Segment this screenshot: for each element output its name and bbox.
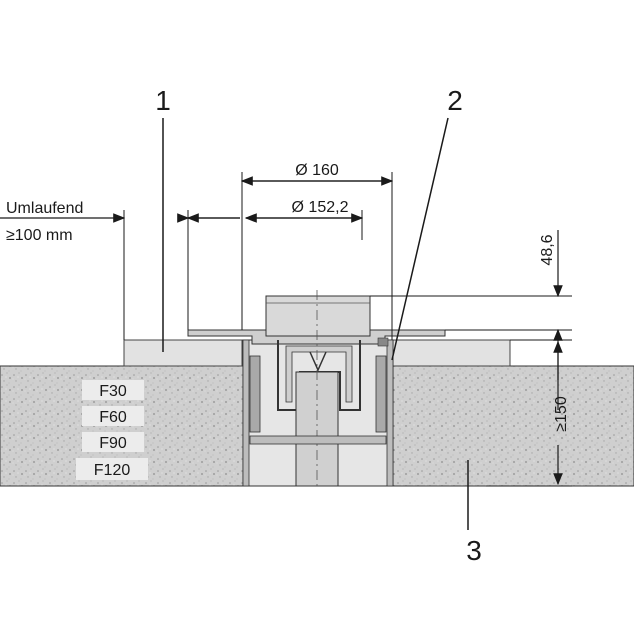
fire-rating-box: [76, 458, 148, 480]
callout-3: 3: [466, 460, 482, 566]
fire-rating-labels: F30 F60 F90 F120: [76, 380, 148, 480]
fire-rating-f90: F90: [99, 435, 127, 452]
fire-rating-f60: F60: [99, 409, 127, 426]
fire-rating-f30: F30: [99, 383, 127, 400]
dimension-height: 48,6: [370, 230, 572, 380]
surround-label-line1: Umlaufend: [6, 200, 83, 217]
fire-rating-box: [82, 432, 144, 452]
floor-layer: [123, 339, 511, 367]
dimension-inner-diameter: Ø 152,2: [177, 199, 364, 330]
callout-2-label: 2: [447, 85, 463, 116]
inner-diameter-label: Ø 152,2: [292, 199, 349, 216]
fire-rating-box: [82, 406, 144, 426]
callout-2: 2: [391, 85, 463, 361]
callout-1: 1: [155, 85, 171, 352]
callout-1-label: 1: [155, 85, 171, 116]
outer-diameter-label: Ø 160: [295, 162, 339, 179]
fire-rating-box: [82, 380, 144, 400]
drain-body: [187, 290, 446, 487]
callout-3-label: 3: [466, 535, 482, 566]
dimension-thickness: ≥150: [486, 339, 572, 487]
dimension-surround: Umlaufend ≥100 mm: [0, 200, 126, 340]
height-label: 48,6: [539, 234, 556, 265]
surround-label-line2: ≥100 mm: [6, 227, 73, 244]
dimension-outer-diameter: Ø 160: [240, 162, 394, 340]
fire-rating-f120: F120: [94, 462, 131, 479]
thickness-label: ≥150: [553, 396, 570, 432]
